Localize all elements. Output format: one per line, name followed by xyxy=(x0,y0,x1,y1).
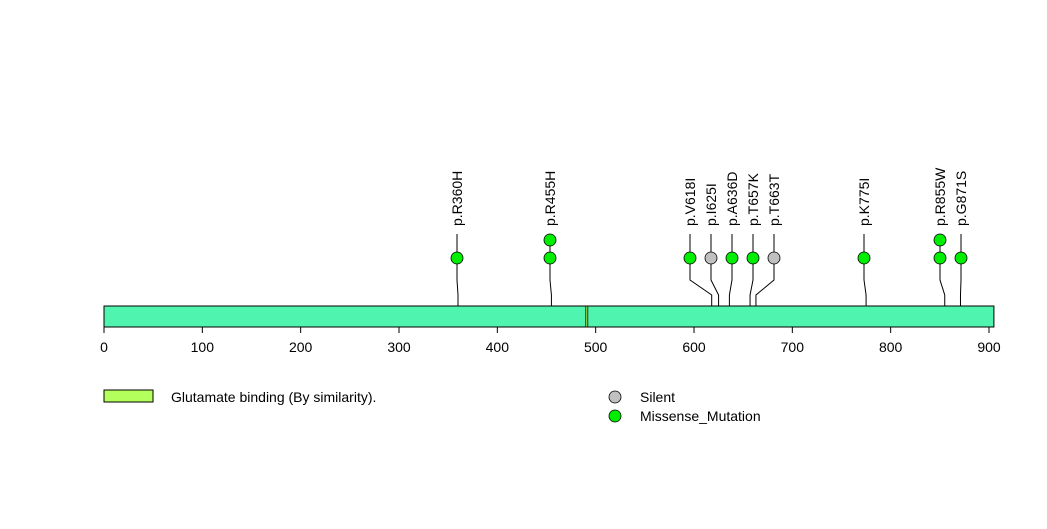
mutation-label: p.V618I xyxy=(682,178,698,226)
mutation-point xyxy=(725,251,739,265)
mutation-stem xyxy=(755,234,775,306)
mutation-lollipop: p.I625I xyxy=(703,183,720,306)
mutation-lollipop: p.A636D xyxy=(724,172,740,306)
mutation-label: p.G871S xyxy=(953,171,969,226)
mutation-point xyxy=(683,251,697,265)
mutation-lollipop: p.V618I xyxy=(682,178,713,306)
x-tick-label: 600 xyxy=(682,339,706,355)
mutation-point xyxy=(857,251,871,265)
x-tick-label: 700 xyxy=(781,339,805,355)
mutation-label: p.T657K xyxy=(745,172,761,226)
mutation-point xyxy=(543,251,557,265)
mutation-stem xyxy=(456,234,459,306)
legend-type-label: Missense_Mutation xyxy=(640,408,761,424)
mutation-lollipop: p.R360H xyxy=(449,171,465,306)
mutation-label: p.I625I xyxy=(703,183,719,226)
mutation-stem xyxy=(728,234,733,306)
mutation-stem xyxy=(749,234,754,306)
x-tick-label: 500 xyxy=(584,339,608,355)
mutation-lollipop: p.K775I xyxy=(856,178,872,306)
mutation-point xyxy=(704,251,718,265)
mutation-stem xyxy=(689,234,713,306)
mutation-label: p.A636D xyxy=(724,172,740,226)
mutation-stem xyxy=(959,234,962,306)
mutation-point xyxy=(746,251,760,265)
mutation-lollipop: p.R455H xyxy=(542,171,558,306)
mutation-label: p.K775I xyxy=(856,178,872,226)
mutation-lollipop: p.T663T xyxy=(755,173,782,306)
mutation-point xyxy=(543,233,557,247)
legend-domain-label: Glutamate binding (By similarity). xyxy=(171,389,376,405)
protein-bar xyxy=(103,305,995,328)
legend-type-label: Silent xyxy=(640,389,675,405)
mutation-stem xyxy=(863,234,867,306)
mutation-label: p.T663T xyxy=(766,173,782,226)
legend-silent-icon xyxy=(608,390,622,404)
mutation-lollipop: p.R855W xyxy=(932,167,948,306)
legend-missense-mutation-icon xyxy=(608,409,622,423)
mutation-lollipop: p.T657K xyxy=(745,172,761,306)
mutation-point xyxy=(450,251,464,265)
x-tick-label: 300 xyxy=(387,339,411,355)
mutation-point xyxy=(933,251,947,265)
x-tick-label: 0 xyxy=(100,339,108,355)
x-tick-label: 200 xyxy=(289,339,313,355)
domain-glutamate-binding xyxy=(585,305,589,328)
x-tick-label: 400 xyxy=(486,339,510,355)
mutation-label: p.R360H xyxy=(449,171,465,226)
mutation-label: p.R855W xyxy=(932,167,948,226)
mutation-label: p.R455H xyxy=(542,171,558,226)
mutation-point xyxy=(933,233,947,247)
x-tick-label: 800 xyxy=(879,339,903,355)
mutation-point xyxy=(954,251,968,265)
mutation-lollipop: p.G871S xyxy=(953,171,969,306)
mutation-point xyxy=(767,251,781,265)
legend-domain-swatch xyxy=(103,389,154,403)
x-tick-label: 900 xyxy=(977,339,1001,355)
x-tick-label: 100 xyxy=(191,339,215,355)
